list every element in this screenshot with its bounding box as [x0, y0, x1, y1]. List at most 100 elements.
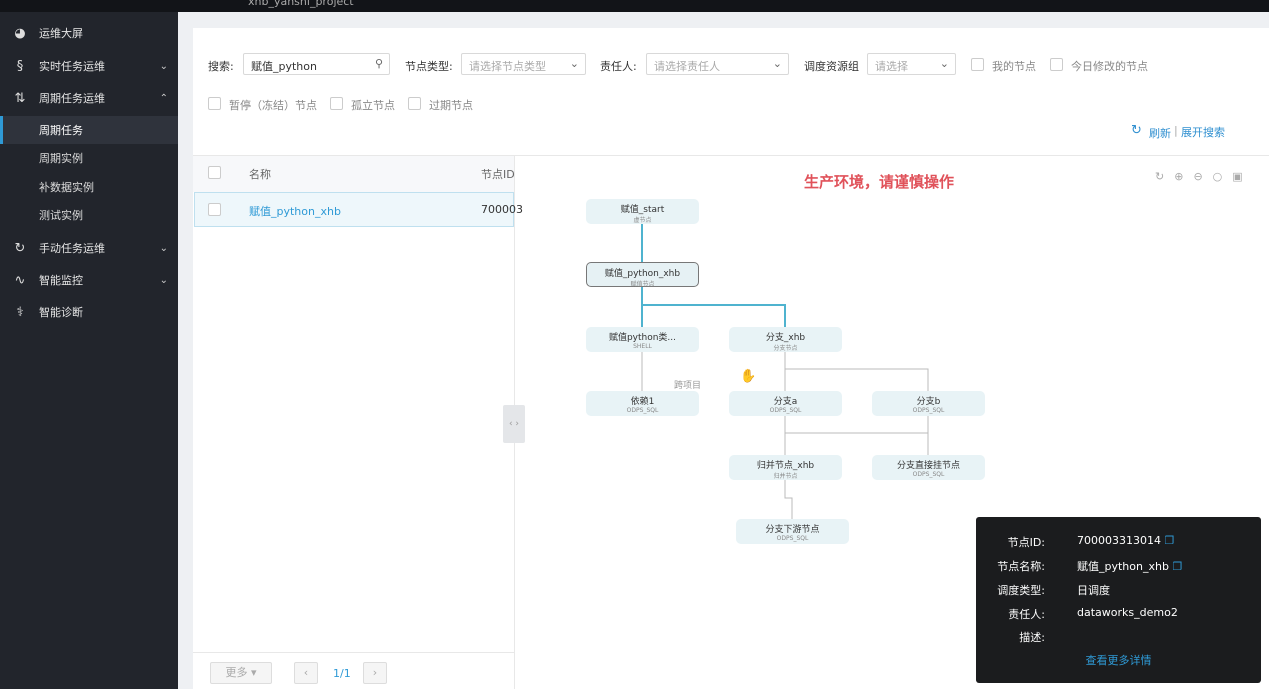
node-name: 分支a	[773, 397, 798, 407]
node-name: 依赖1	[630, 397, 655, 407]
column-id: 节点ID	[481, 168, 515, 181]
my-nodes-checkbox[interactable]	[971, 58, 984, 71]
fit-icon[interactable]: ○	[1212, 170, 1233, 183]
node-name: 赋值python类...	[608, 333, 677, 343]
sidebar-item-label: 运维大屏	[39, 27, 83, 40]
expand-search-button[interactable]: 展开搜索	[1181, 126, 1225, 139]
table-row[interactable]	[194, 192, 514, 227]
row-checkbox[interactable]	[208, 203, 221, 216]
copy-icon[interactable]: ❐	[1164, 534, 1175, 547]
dag-node[interactable]: 赋值_start 虚节点	[586, 199, 699, 224]
sidebar-item-monitor[interactable]: ∿智能监控⌄	[0, 265, 178, 295]
node-type: 归并节点	[773, 473, 798, 480]
sidebar-item-label: 实时任务运维	[39, 60, 105, 73]
sidebar-sub-cycle-instance[interactable]: 周期实例	[39, 152, 83, 165]
resource-group-label: 调度资源组	[804, 60, 859, 73]
prev-page-button[interactable]: ‹	[294, 662, 318, 684]
owner-label: 责任人:	[1008, 608, 1045, 621]
desc-label: 描述:	[1019, 631, 1045, 644]
column-name: 名称	[249, 168, 271, 181]
node-name: 分支直接挂节点	[896, 461, 960, 471]
next-page-button[interactable]: ›	[363, 662, 387, 684]
sidebar-item-manual[interactable]: ↻手动任务运维⌄	[0, 233, 178, 263]
copy-icon[interactable]: ❐	[1172, 560, 1183, 573]
sidebar-item-dashboard[interactable]: ◕ 运维大屏	[0, 18, 178, 48]
id-label: 节点ID:	[1007, 536, 1045, 549]
node-type: 虚节点	[633, 217, 652, 224]
refresh-button[interactable]: 刷新	[1149, 127, 1171, 140]
search-icon[interactable]: ⚲	[374, 57, 383, 70]
search-input[interactable]: 赋值_python ⚲	[243, 53, 390, 75]
my-nodes-label: 我的节点	[992, 60, 1036, 73]
sidebar-sub-backfill[interactable]: 补数据实例	[39, 181, 94, 194]
chevron-down-icon: ⌄	[159, 274, 168, 286]
node-info-panel: 节点ID:700003313014 ❐ 节点名称:赋值_python_xhb ❐…	[976, 517, 1261, 683]
id-value: 700003313014 ❐	[1077, 534, 1175, 547]
stream-icon: §	[16, 58, 24, 74]
isolated-label: 孤立节点	[351, 99, 395, 112]
resource-group-select[interactable]: 请选择 ⌄	[867, 53, 956, 75]
hand-cursor-icon: ✋	[740, 369, 757, 384]
expired-checkbox[interactable]	[408, 97, 421, 110]
isolated-checkbox[interactable]	[330, 97, 343, 110]
reset-icon[interactable]: ↻	[1155, 170, 1175, 183]
more-button[interactable]: 更多 ▾	[210, 662, 272, 684]
sidebar-sub-test[interactable]: 测试实例	[39, 209, 83, 222]
sidebar-item-diagnose[interactable]: ⚕智能诊断	[0, 297, 178, 327]
project-name: xhb_yanshi_project	[248, 0, 354, 8]
sidebar-item-label: 周期任务运维	[39, 92, 105, 105]
paused-label: 暂停（冻结）节点	[229, 99, 317, 112]
fullscreen-icon[interactable]: ▣	[1232, 170, 1253, 183]
production-warning: 生产环境，请谨慎操作	[804, 173, 955, 191]
refresh-icon[interactable]: ↻	[1131, 123, 1142, 138]
node-name: 分支_xhb	[765, 333, 806, 343]
name-label: 节点名称:	[997, 560, 1045, 573]
sidebar: ◕运维大屏 §实时任务运维⌄ ⇅周期任务运维⌃ 周期任务 周期实例 补数据实例 …	[0, 12, 178, 689]
search-value: 赋值_python	[251, 60, 317, 73]
paused-checkbox[interactable]	[208, 97, 221, 110]
node-name: 归并节点_xhb	[756, 461, 815, 471]
more-label: 更多	[225, 666, 248, 679]
node-name: 分支b	[916, 397, 941, 407]
cycle-icon: ⇅	[14, 90, 26, 106]
today-modified-checkbox[interactable]	[1050, 58, 1063, 71]
chevron-down-icon: ⌄	[939, 57, 949, 70]
divider	[193, 652, 514, 653]
node-type: ODPS_SQL	[912, 471, 945, 478]
more-details-link[interactable]: 查看更多详情	[1085, 654, 1152, 667]
sidebar-item-label: 智能诊断	[39, 306, 83, 319]
zoom-out-icon[interactable]: ⊖	[1193, 170, 1213, 183]
top-bar: xhb_yanshi_project	[0, 0, 1269, 12]
pie-chart-icon: ◕	[14, 25, 26, 41]
owner-label: 责任人:	[600, 60, 637, 73]
owner-value: dataworks_demo2	[1077, 606, 1178, 619]
dag-node[interactable]: 归并节点_xhb 归并节点	[729, 455, 842, 480]
graph-toolbar: ↻⊕⊖○▣	[1155, 170, 1253, 183]
node-type-select[interactable]: 请选择节点类型⌄	[461, 53, 586, 75]
owner-select[interactable]: 请选择责任人⌄	[646, 53, 789, 75]
row-name-link[interactable]: 赋值_python_xhb	[249, 205, 341, 218]
zoom-in-icon[interactable]: ⊕	[1174, 170, 1194, 183]
dag-node[interactable]: 赋值python类...SHELL	[586, 327, 699, 352]
placeholder: 请选择	[875, 60, 908, 73]
sidebar-item-label: 手动任务运维	[39, 242, 105, 255]
sidebar-item-realtime[interactable]: §实时任务运维⌄	[0, 51, 178, 81]
select-all-checkbox[interactable]	[208, 166, 221, 179]
row-id: 700003	[481, 203, 523, 216]
node-name: 赋值_start	[620, 205, 665, 215]
edge	[785, 432, 929, 455]
chevron-down-icon: ⌄	[772, 57, 782, 70]
panel-collapse-handle[interactable]: ‹ ›	[503, 405, 525, 443]
node-name: 分支下游节点	[765, 525, 820, 535]
monitor-icon: ∿	[14, 272, 26, 288]
sidebar-item-cycle[interactable]: ⇅周期任务运维⌃	[0, 83, 178, 113]
sidebar-sub-cycle-task[interactable]: 周期任务	[0, 116, 178, 144]
